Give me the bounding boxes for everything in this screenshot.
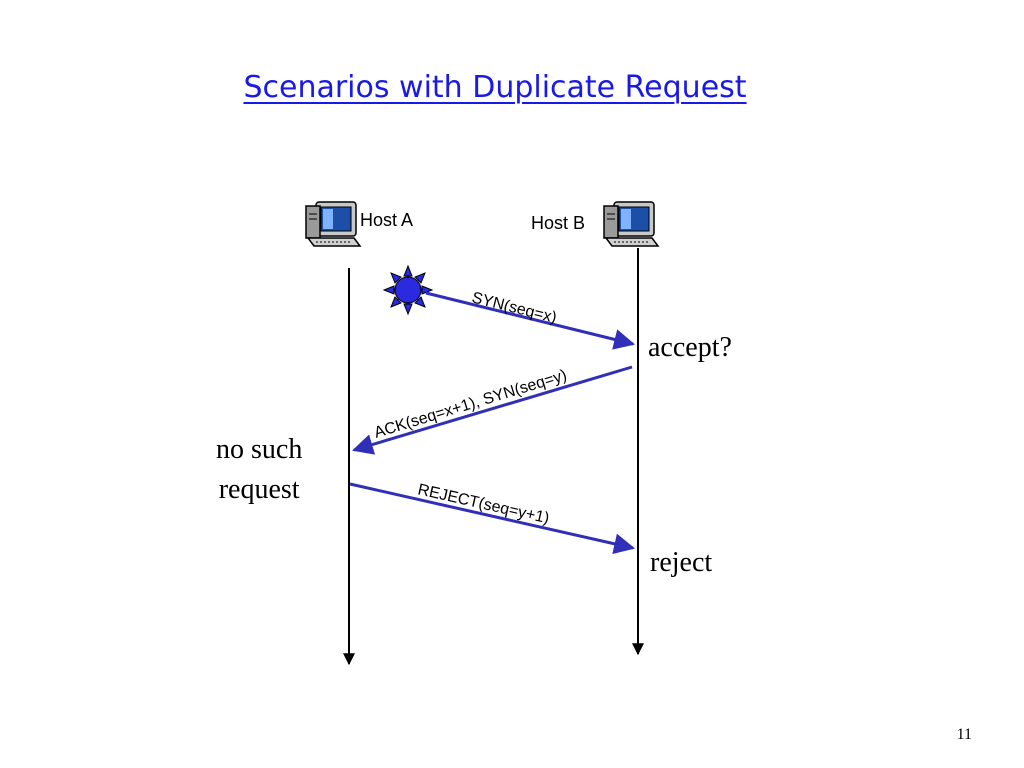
computer-icon [603,201,660,247]
reject-note: reject [650,547,713,578]
accept-note: accept? [648,332,732,363]
host-b-label: Host B [531,213,586,233]
starburst-icon [382,264,434,316]
no-such-request-note: no such request [216,430,302,510]
reject-arrow [349,482,636,555]
syn-arrow [425,291,636,350]
page-number: 11 [956,726,972,743]
no-such-line: no such [216,434,303,465]
request-line: request [218,474,300,505]
syn-label: SYN(seq=x) [470,289,558,326]
ack-syn-label: ACK(seq=x+1), SYN(seq=y) [372,367,569,442]
page-title: Scenarios with Duplicate Request [243,70,747,105]
computer-icon [305,201,362,247]
host-a-label: Host A [360,210,414,230]
ack-syn-arrow [351,365,633,455]
